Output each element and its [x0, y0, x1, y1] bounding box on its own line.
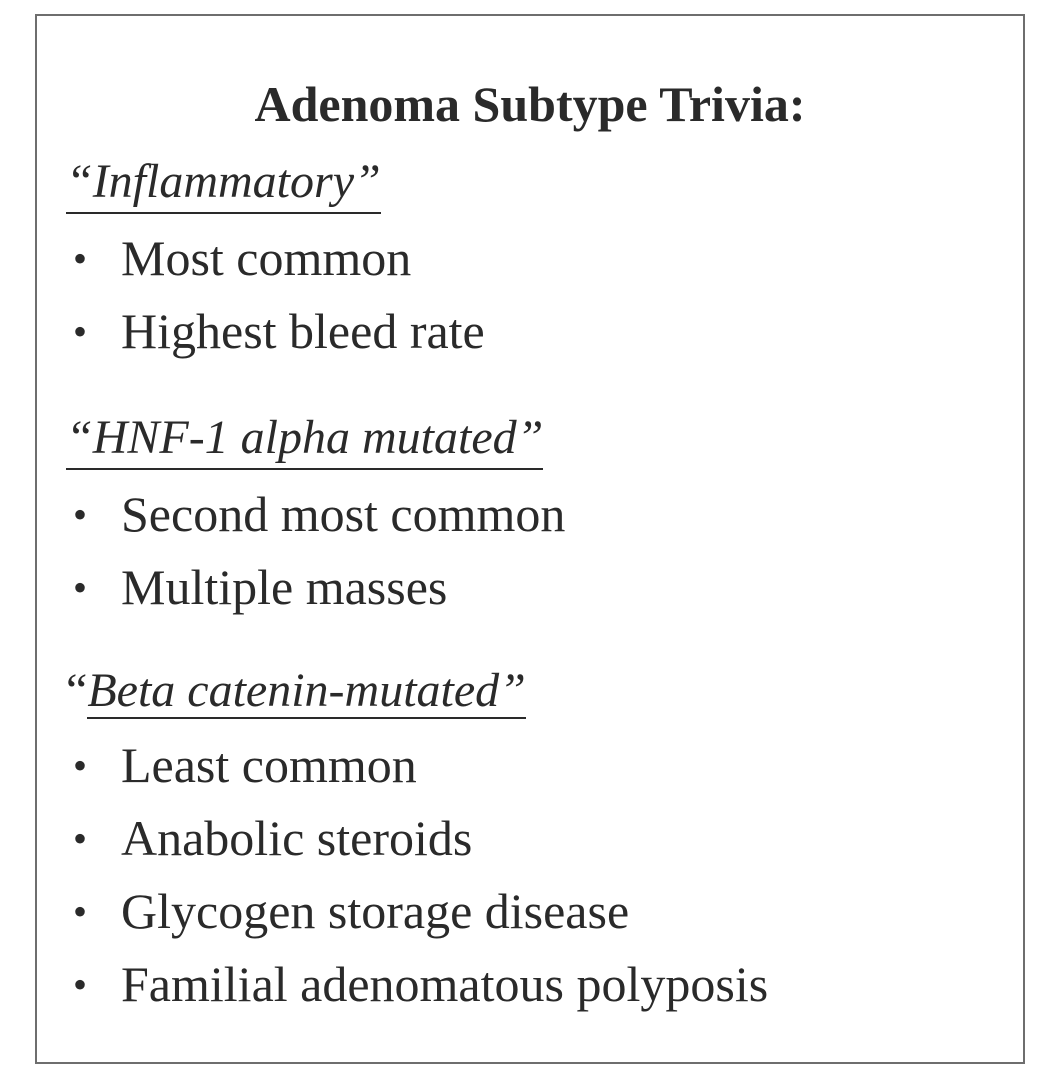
section-heading: “HNF-1 alpha mutated”	[66, 408, 544, 470]
bullet-icon: •	[73, 236, 88, 281]
list-item: • Highest bleed rate	[66, 295, 485, 368]
list-item-text: Highest bleed rate	[121, 303, 485, 359]
list-item: • Least common	[66, 729, 768, 802]
item-list: • Least common • Anabolic steroids • Glycog…	[66, 729, 768, 1021]
section-heading: “Beta catenin-mutated”	[66, 661, 526, 721]
section-hnf1-alpha: “HNF-1 alpha mutated” • Second most commo…	[66, 408, 565, 624]
trivia-box: Adenoma Subtype Trivia: “Inflammatory” •…	[35, 14, 1025, 1064]
list-item-text: Multiple masses	[121, 559, 448, 615]
list-item-text: Anabolic steroids	[121, 810, 473, 866]
page-title: Adenoma Subtype Trivia:	[254, 76, 806, 132]
item-list: • Second most common • Multiple masses	[66, 478, 565, 624]
bullet-icon: •	[73, 492, 88, 537]
list-item: • Anabolic steroids	[66, 802, 768, 875]
list-item: • Second most common	[66, 478, 565, 551]
section-heading: “Inflammatory”	[66, 152, 381, 214]
heading-open-quote: “	[66, 664, 88, 717]
section-beta-catenin: “Beta catenin-mutated” • Least common • An…	[66, 661, 768, 1021]
heading-text: Beta catenin-mutated”	[87, 664, 526, 719]
list-item: • Familial adenomatous polyposis	[66, 948, 768, 1021]
section-inflammatory: “Inflammatory” • Most common • Highest ble…	[66, 152, 485, 368]
list-item-text: Most common	[121, 230, 412, 286]
list-item-text: Glycogen storage disease	[121, 883, 630, 939]
bullet-icon: •	[73, 962, 88, 1007]
list-item-text: Least common	[121, 737, 417, 793]
bullet-icon: •	[73, 889, 88, 934]
bullet-icon: •	[73, 565, 88, 610]
list-item: • Glycogen storage disease	[66, 875, 768, 948]
list-item-text: Second most common	[121, 486, 566, 542]
bullet-icon: •	[73, 743, 88, 788]
list-item: • Multiple masses	[66, 551, 565, 624]
list-item-text: Familial adenomatous polyposis	[121, 956, 769, 1012]
bullet-icon: •	[73, 309, 88, 354]
bullet-icon: •	[73, 816, 88, 861]
item-list: • Most common • Highest bleed rate	[66, 222, 485, 368]
list-item: • Most common	[66, 222, 485, 295]
